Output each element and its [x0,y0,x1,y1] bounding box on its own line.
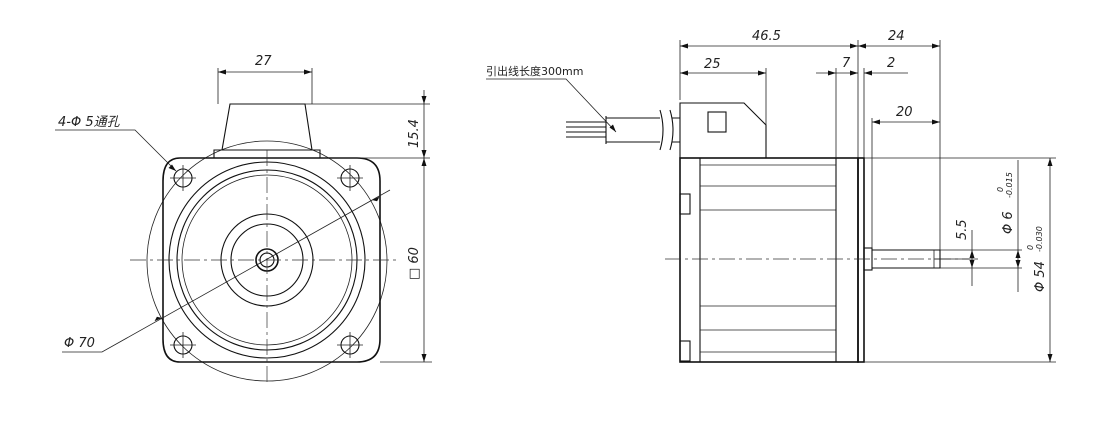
motor-body [679,157,859,363]
dim-shaft-length: 24 [888,29,905,44]
dim-square: □ 60 [407,247,422,280]
mounting-holes [170,165,363,358]
dim-shaft-flat: 5.5 [955,219,970,240]
dim-pilot-diameter: Φ 54 [1033,261,1048,292]
cable-note: 引出线长度300mm [486,64,583,78]
dim-flange-thickness: 7 [842,56,851,71]
dim-cap-height: 15.4 [407,119,422,148]
dim-shaft-diameter: Φ 6 [1001,211,1016,234]
connector-block [679,102,767,158]
front-view: 27 15.4 □ 60 4-Φ 5通孔 Φ 70 [55,54,432,385]
dim-connector-length: 25 [704,57,721,72]
dim-top-width: 27 [255,54,272,69]
dim-boss-length: 2 [887,56,895,71]
pilot-tol-lower: -0.030 [1035,226,1044,252]
square-body [162,157,381,363]
hole-spec-label: 4-Φ 5通孔 [58,115,121,130]
shaft-tol-lower: -0.015 [1005,172,1014,198]
flange [857,157,865,363]
dim-flat-length: 20 [896,105,913,120]
dim-total-length: 46.5 [752,29,781,44]
shaft-tol-upper: 0 [996,187,1005,192]
pilot-tol-upper: 0 [1026,245,1035,250]
side-view: 引出线长度300mm 46.5 24 25 7 2 20 [486,29,1056,363]
connector-cap [221,103,313,151]
cable [606,117,660,143]
dim-diameter: Φ 70 [64,336,95,351]
